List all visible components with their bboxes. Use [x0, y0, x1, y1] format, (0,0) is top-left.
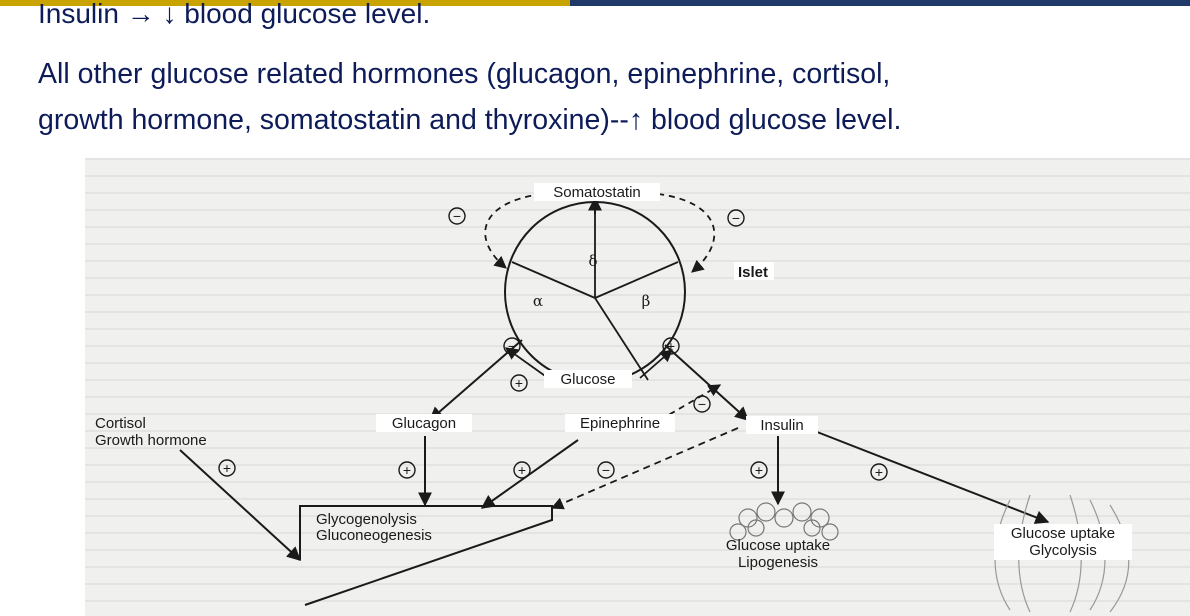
- gluconeogenesis-label: Gluconeogenesis: [316, 527, 432, 544]
- glucose-label-bg: [544, 370, 632, 388]
- svg-text:+: +: [518, 462, 526, 478]
- glycolysis-label: Glycolysis: [1029, 542, 1097, 559]
- cortisol-label: Cortisol: [95, 415, 146, 432]
- plus-symbol: +: [398, 461, 416, 479]
- minus-symbol: −: [727, 209, 745, 227]
- glycogenolysis-box-outline: [299, 505, 553, 606]
- svg-text:+: +: [223, 460, 231, 476]
- islet-divider-right: [594, 261, 679, 299]
- growth-hormone-label: Growth hormone: [95, 432, 207, 449]
- plus-symbol: +: [510, 374, 528, 392]
- svg-text:−: −: [732, 210, 740, 226]
- epinephrine-to-glycogenolysis-dashed-arrow: [550, 427, 739, 510]
- insulin-to-glycolysis-arrow: [811, 429, 1050, 524]
- epinephrine-label-bg: [565, 414, 675, 432]
- delta-cell-label: δ: [588, 252, 597, 270]
- plus-symbol: +: [870, 463, 888, 481]
- svg-text:−: −: [698, 396, 706, 412]
- epinephrine-to-glycogenolysis-arrow: [480, 439, 579, 509]
- slide-text-line-1: Insulin → ↓ blood glucose level.: [38, 0, 431, 29]
- svg-text:+: +: [667, 338, 675, 354]
- svg-text:−: −: [453, 208, 461, 224]
- beta-cell-label: β: [642, 292, 651, 310]
- islet-divider-left: [511, 261, 596, 299]
- svg-text:+: +: [755, 462, 763, 478]
- islet-label-bg: [734, 262, 774, 280]
- minus-symbol: −: [448, 207, 466, 225]
- svg-text:+: +: [403, 462, 411, 478]
- insulin-label-bg: [746, 416, 818, 434]
- plus-symbol: +: [218, 459, 236, 477]
- glucose-label: Glucose: [560, 371, 615, 388]
- islet-label: Islet: [738, 264, 768, 281]
- glucose-to-alpha-arrow: [504, 347, 549, 379]
- svg-text:−: −: [508, 338, 516, 354]
- alpha-cell-label: α: [533, 292, 543, 310]
- beta-to-insulin-arrow: [664, 344, 750, 421]
- slide-text-line-2: All other glucose related hormones (gluc…: [38, 58, 891, 90]
- glycolysis-label-bg: [994, 524, 1132, 560]
- minus-symbol: −: [693, 395, 711, 413]
- glucose-to-beta-arrow: [639, 349, 673, 379]
- lipogenesis-label: Lipogenesis: [738, 554, 818, 571]
- adipocyte-cluster-drawing: [729, 502, 839, 541]
- somatostatin-label: Somatostatin: [553, 184, 641, 201]
- svg-text:−: −: [602, 462, 610, 478]
- slide-text-line-3: growth hormone, somatostatin and thyroxi…: [38, 104, 902, 136]
- plus-symbol: +: [750, 461, 768, 479]
- minus-symbol: −: [597, 461, 615, 479]
- somatostatin-label-bg: [534, 183, 660, 201]
- glucagon-label-bg: [376, 414, 472, 432]
- plus-symbol: +: [662, 337, 680, 355]
- somatostatin-inhibit-alpha-arc: [484, 193, 543, 269]
- glycogenolysis-label: Glycogenolysis: [316, 511, 417, 528]
- islet-divider-bottom: [594, 297, 649, 381]
- svg-text:+: +: [515, 375, 523, 391]
- slide-top-bar-accent: [0, 0, 570, 6]
- glucose-uptake-lipogenesis-label: Glucose uptake: [726, 537, 830, 554]
- plus-symbol: +: [513, 461, 531, 479]
- insulin-label: Insulin: [760, 417, 803, 434]
- slide-top-bar: [0, 0, 1190, 6]
- somatostatin-inhibit-beta-arc: [657, 193, 716, 273]
- minus-symbol: −: [503, 337, 521, 355]
- glucose-uptake-glycolysis-label: Glucose uptake: [1011, 525, 1115, 542]
- epinephrine-label: Epinephrine: [580, 415, 660, 432]
- svg-text:+: +: [875, 464, 883, 480]
- alpha-to-glucagon-arrow: [428, 339, 523, 421]
- cortisol-to-gluconeogenesis-arrow: [179, 449, 302, 561]
- glucagon-label: Glucagon: [392, 415, 456, 432]
